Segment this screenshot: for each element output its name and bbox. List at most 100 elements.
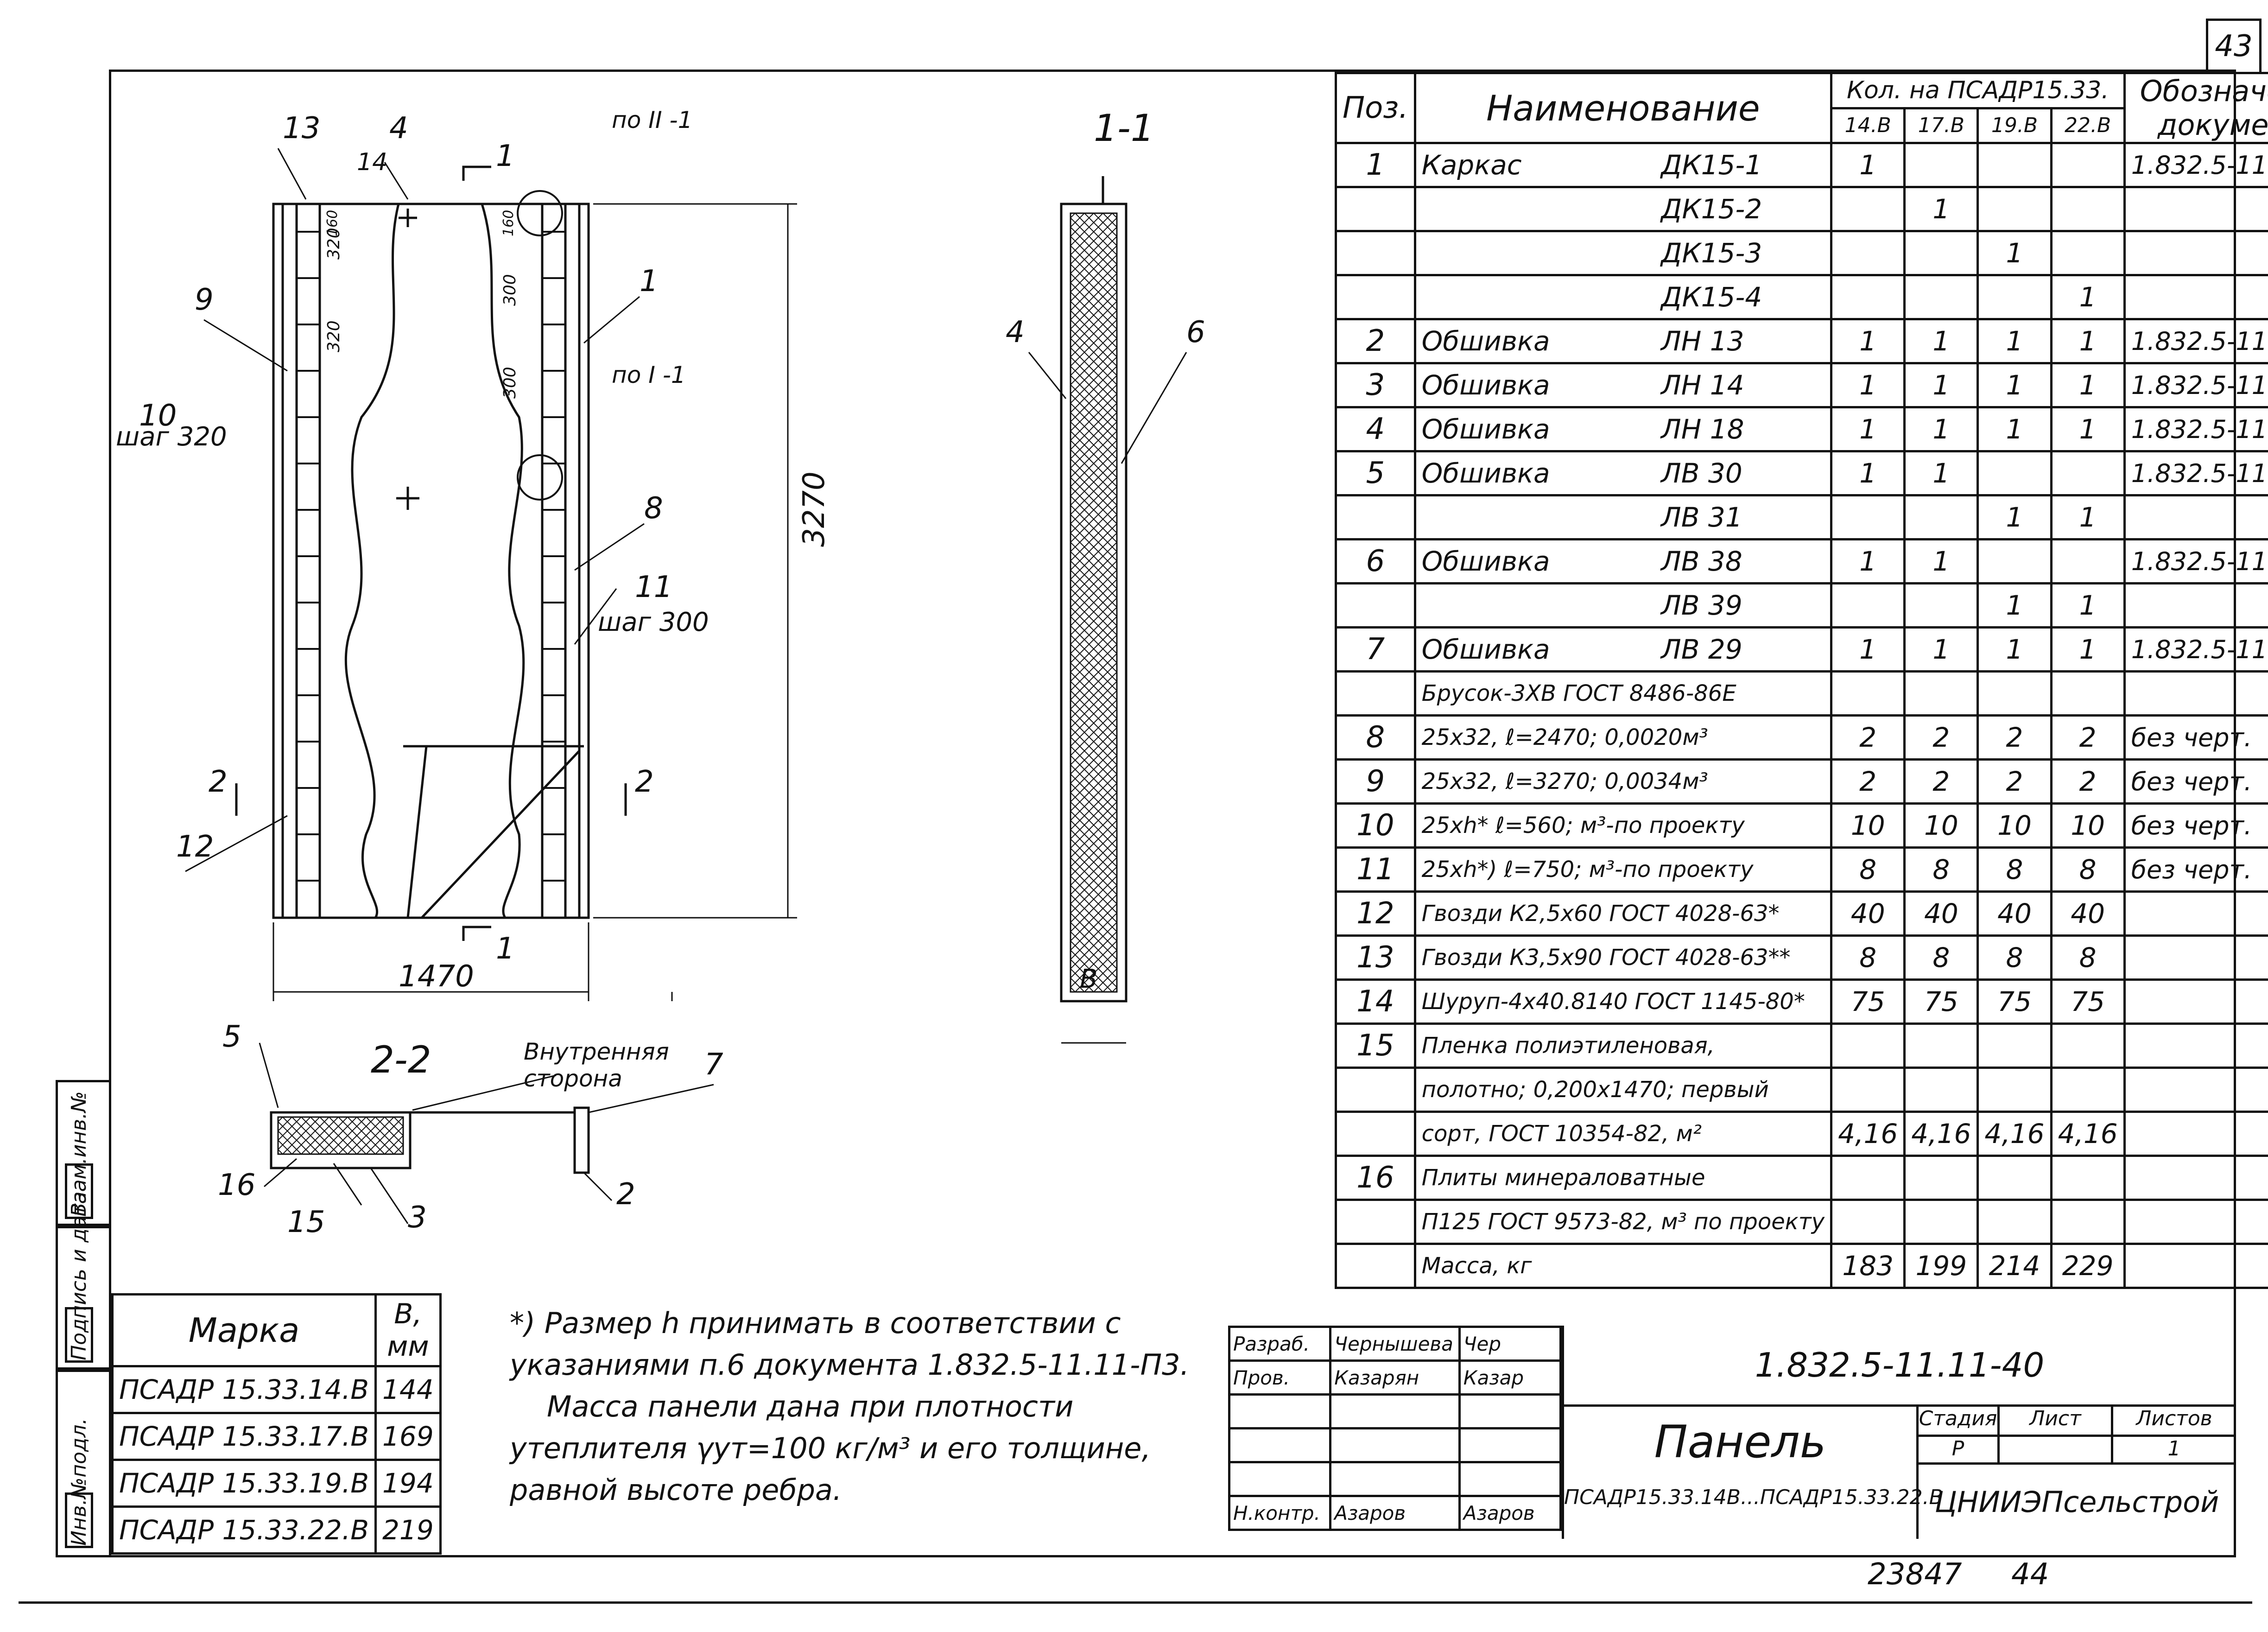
footer-left-number: 23847: [1868, 1557, 1962, 1592]
spec-qty-cell: 2: [1903, 758, 1979, 805]
spec-qty-cell: 1: [1903, 538, 1979, 584]
doc-subtitle: ПСАДР15.33.14В...ПСАДР15.33.22.В: [1564, 1486, 1943, 1509]
spec-header-qty: Кол. на ПСАДР15.33.: [1830, 72, 2126, 109]
spec-mark-cell: ДК15-2: [1655, 186, 1833, 232]
spec-doc-cell: 1.832.5-11.11-34: [2123, 362, 2268, 408]
dim-300-a: 300: [500, 274, 519, 306]
spec-pos-cell: 8: [1335, 714, 1416, 761]
spec-qty-cell: 2: [1977, 758, 2053, 805]
spec-qty-cell: 2: [1977, 714, 2053, 761]
spec-name-cell: [1413, 582, 1656, 629]
marks-b-cell: 169: [374, 1412, 442, 1461]
marks-header-b: В, мм: [374, 1293, 442, 1367]
spec-header-qty-22: 22.В: [2050, 107, 2126, 144]
spec-mark-cell: ЛВ 31: [1655, 494, 1833, 540]
signature-role: [1228, 1427, 1332, 1463]
spec-qty-cell: 1: [1903, 450, 1979, 496]
spec-name-cell: П125 ГОСТ 9573-82, м³ по проекту: [1413, 1199, 1833, 1245]
spec-doc-cell: [2123, 230, 2268, 276]
sheet-value: [2000, 1437, 2113, 1462]
spec-qty-cell: 183: [1830, 1243, 1906, 1289]
spec-name-cell: Пленка полиэтиленовая,: [1413, 1022, 1833, 1069]
spec-qty-cell: 1: [1977, 362, 2053, 408]
spec-pos-cell: 11: [1335, 846, 1416, 893]
spec-qty-cell: 75: [2050, 978, 2126, 1025]
spec-qty-cell: 8: [1903, 846, 1979, 893]
spec-qty-cell: [1903, 230, 1979, 276]
spec-name-cell: 25х32, ℓ=2470; 0,0020м³: [1413, 714, 1833, 761]
sheets-label: Листов: [2113, 1407, 2235, 1437]
spec-qty-cell: [2050, 1155, 2126, 1201]
spec-mark-cell: ЛВ 30: [1655, 450, 1833, 496]
callout-16: 16: [218, 1168, 256, 1202]
spec-qty-cell: [1903, 494, 1979, 540]
signature-row: [1228, 1461, 1562, 1497]
spec-qty-cell: [1977, 450, 2053, 496]
spec-qty-cell: 1: [1903, 186, 1979, 232]
spec-name-cell: Обшивка: [1413, 626, 1656, 673]
spec-row: полотно; 0,200х1470; первый: [1335, 1067, 2268, 1113]
section-mark-1-top: 1: [496, 139, 515, 173]
marks-mark-cell: ПСАДР 15.33.14.В: [111, 1365, 377, 1414]
signature-role: Разраб.: [1228, 1326, 1332, 1362]
spec-row: П125 ГОСТ 9573-82, м³ по проекту: [1335, 1199, 2268, 1245]
spec-qty-cell: [1830, 670, 1906, 717]
signature-sign: Казар: [1458, 1359, 1562, 1396]
spec-doc-cell: [2123, 1022, 2268, 1069]
spec-qty-cell: 214: [1977, 1243, 2053, 1289]
dim-300-b: 300: [500, 367, 519, 399]
spec-name-cell: 25хh* ℓ=560; м³-по проекту: [1413, 802, 1833, 849]
spec-qty-cell: [2050, 1199, 2126, 1245]
spec-doc-cell: [2123, 934, 2268, 981]
spec-pos-cell: [1335, 1243, 1416, 1289]
spec-pos-cell: 13: [1335, 934, 1416, 981]
spec-name-cell: 25х32, ℓ=3270; 0,0034м³: [1413, 758, 1833, 805]
signature-sign: [1458, 1461, 1562, 1497]
spec-doc-cell: 1.832.5-11.11-34: [2123, 406, 2268, 452]
spec-qty-cell: 1: [2050, 582, 2126, 629]
dim-160-a: 160: [324, 210, 341, 236]
signature-name: Азаров: [1329, 1495, 1461, 1531]
spec-pos-cell: 2: [1335, 318, 1416, 364]
break-line-left: [344, 203, 400, 919]
spec-pos-cell: 4: [1335, 406, 1416, 452]
spec-qty-cell: 2: [1830, 714, 1906, 761]
spec-doc-cell: [2123, 186, 2268, 232]
spec-mark-cell: ЛН 14: [1655, 362, 1833, 408]
spec-name-cell: Брусок-3ХВ ГОСТ 8486-86Е: [1413, 670, 1833, 717]
spec-doc-cell: [2123, 670, 2268, 717]
spec-qty-cell: 1: [1977, 626, 2053, 673]
spec-pos-cell: [1335, 582, 1416, 629]
callout-5: 5: [222, 1020, 241, 1054]
spec-doc-cell: [2123, 890, 2268, 937]
spec-name-cell: Каркас: [1413, 142, 1656, 188]
spec-qty-cell: [1977, 1022, 2053, 1069]
signature-role: [1228, 1461, 1332, 1497]
spec-name-cell: [1413, 274, 1656, 320]
spec-header-pos: Поз.: [1335, 72, 1416, 144]
callout-9: 9: [195, 283, 214, 317]
spec-qty-cell: 8: [1903, 934, 1979, 981]
specification-table: Поз. Наименование Кол. на ПСАДР15.33. Об…: [1335, 72, 2268, 1289]
spec-pos-cell: 9: [1335, 758, 1416, 805]
spec-qty-cell: [1977, 142, 2053, 188]
spec-qty-cell: [1977, 1199, 2053, 1245]
spec-qty-cell: [1830, 1067, 1906, 1113]
spec-qty-cell: 1: [1830, 626, 1906, 673]
spec-doc-cell: 1.832.5-11.11-35: [2123, 450, 2268, 496]
spec-qty-cell: 1: [1830, 450, 1906, 496]
spec-qty-cell: 75: [1977, 978, 2053, 1025]
spec-pos-cell: [1335, 670, 1416, 717]
dim-320-b: 320: [324, 320, 343, 352]
spec-qty-cell: 1: [1977, 582, 2053, 629]
